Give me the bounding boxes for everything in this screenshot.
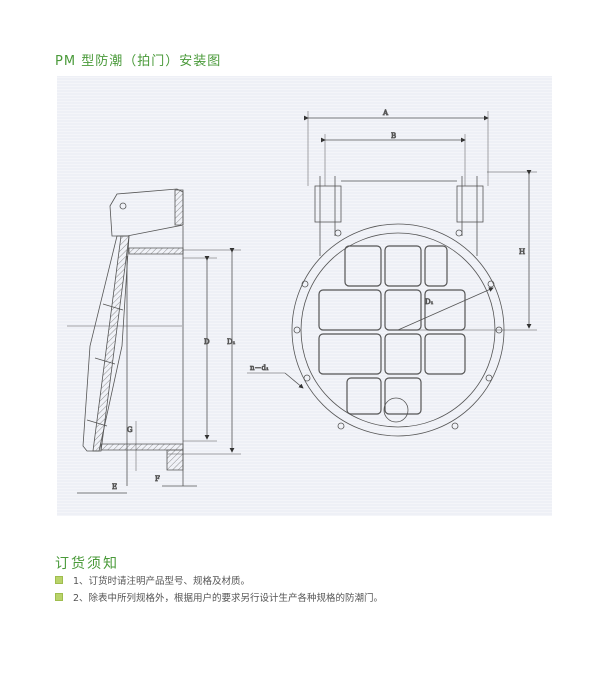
- label-F: F: [155, 475, 160, 483]
- notice-item-text: 1、订货时请注明产品型号、规格及材质。: [73, 576, 251, 587]
- notice-item: 2、除表中所列规格外，根据用户的要求另行设计生产各种规格的防潮门。: [55, 590, 383, 604]
- installation-drawing: D D₁ G E F: [57, 76, 552, 516]
- notice-item: 1、订货时请注明产品型号、规格及材质。: [55, 573, 250, 587]
- side-view: [67, 188, 241, 494]
- label-G: G: [127, 426, 133, 434]
- label-H: H: [519, 248, 525, 256]
- label-D1-side: D₁: [227, 338, 236, 346]
- label-B: B: [391, 132, 396, 140]
- page-title: PM 型防潮（拍门）安装图: [55, 54, 222, 69]
- bullet-icon: [55, 576, 63, 584]
- label-A: A: [382, 109, 389, 117]
- label-n-d1: n－d₁: [250, 364, 269, 372]
- label-E: E: [112, 483, 117, 491]
- notice-item-text: 2、除表中所列规格外，根据用户的要求另行设计生产各种规格的防潮门。: [73, 593, 384, 604]
- label-D: D: [204, 338, 210, 346]
- bullet-icon: [55, 593, 63, 601]
- notice-title: 订货须知: [55, 556, 119, 572]
- front-view: [247, 111, 537, 437]
- label-D1-circle: D₁: [425, 298, 434, 306]
